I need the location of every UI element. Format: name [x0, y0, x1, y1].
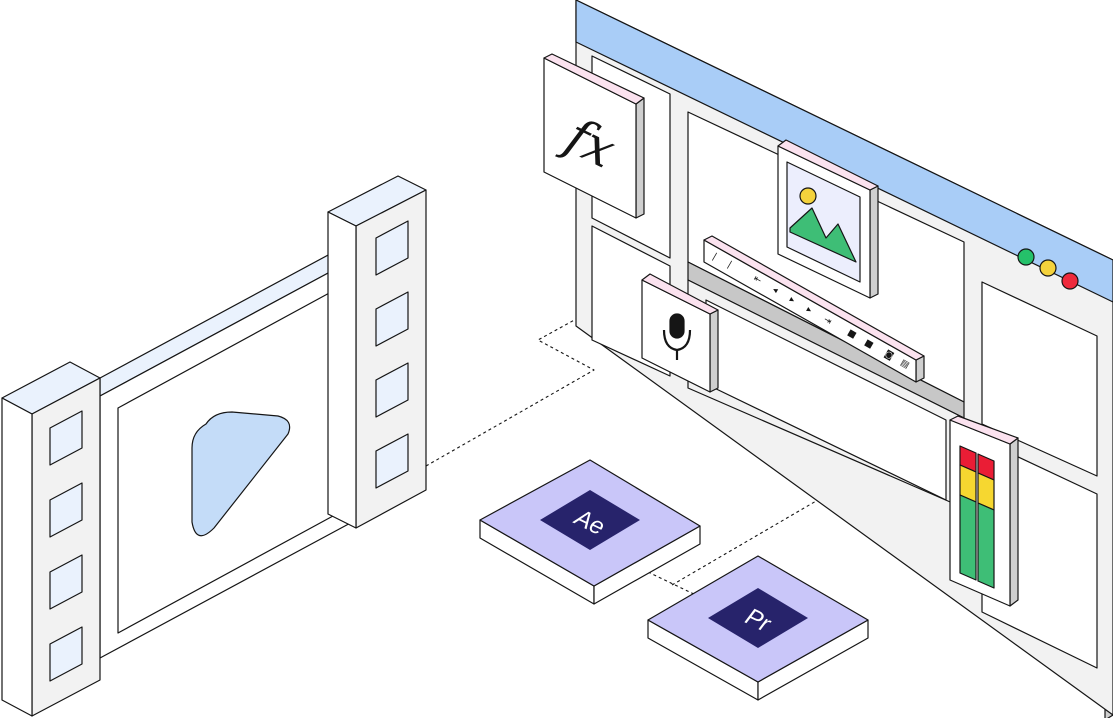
connector-lines [425, 317, 836, 598]
meter-right-low [977, 502, 995, 589]
film-clip[interactable] [1, 175, 427, 717]
effects-tile-header [543, 53, 645, 105]
mountain-icon [789, 207, 857, 263]
connector-film-to-window [425, 317, 595, 467]
panel-right-top [981, 281, 1098, 477]
window-min-dot[interactable] [1039, 259, 1057, 277]
playback-toolbar[interactable]: | | ⇤ ◂ ▸ ▸ ⇥ ■ ■ ◙ ▤ [703, 235, 925, 383]
play-icon[interactable]: ▸ [788, 295, 797, 306]
after-effects-tile[interactable]: Ae [479, 459, 701, 605]
window-titlebar [575, 0, 1113, 303]
meter-left-low [959, 494, 977, 581]
microphone-icon [662, 313, 692, 360]
sprocket-holes-right [375, 220, 409, 489]
pr-logo-badge [708, 588, 808, 648]
sun-icon [799, 187, 817, 205]
marker-icon[interactable]: | [726, 260, 734, 270]
step-forward-icon[interactable]: ▸ [805, 305, 814, 316]
skip-back-icon[interactable]: ⇤ [752, 274, 764, 286]
step-back-icon[interactable]: ◂ [771, 285, 780, 296]
window-max-dot[interactable] [1061, 272, 1079, 290]
microphone-tile[interactable] [641, 273, 719, 393]
ae-logo-badge [540, 490, 640, 550]
marker-icon[interactable]: | [711, 252, 719, 262]
window-close-dot[interactable] [1017, 248, 1035, 266]
sprocket-holes-left [49, 410, 83, 682]
effects-tile[interactable]: fx [543, 53, 645, 219]
audio-level-meter [949, 415, 1019, 607]
premiere-pro-tile[interactable]: Pr [647, 555, 869, 701]
connector-pr-to-window [671, 489, 836, 586]
play-triangle-icon[interactable] [191, 411, 291, 537]
connector-ae-to-pr [647, 571, 701, 598]
skip-forward-icon[interactable]: ⇥ [822, 315, 834, 327]
image-tile[interactable] [777, 139, 879, 299]
camera-icon[interactable]: ◙ [883, 349, 896, 362]
